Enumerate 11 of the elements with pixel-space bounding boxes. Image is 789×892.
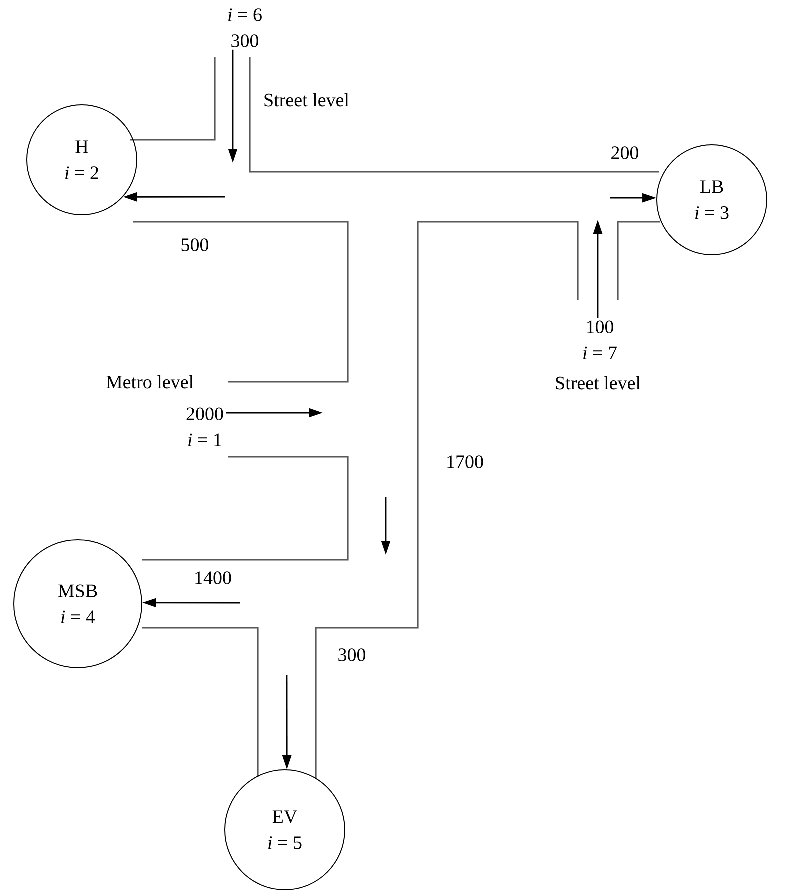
- text-label: 200: [612, 146, 639, 160]
- entrance-label: i = 6 300: [228, 8, 262, 48]
- text-label: 300: [338, 648, 366, 662]
- entrance-label: 2000 i = 1: [186, 408, 224, 446]
- text-label: Street level: [264, 93, 350, 107]
- text-label: 1400: [196, 572, 232, 584]
- text-label: 1700: [448, 456, 484, 468]
- text-label: 500: [182, 238, 209, 252]
- text-label: Metro level: [106, 375, 194, 389]
- text-label: Street level: [556, 376, 641, 390]
- entrance-label: 100 i = 7: [584, 320, 617, 360]
